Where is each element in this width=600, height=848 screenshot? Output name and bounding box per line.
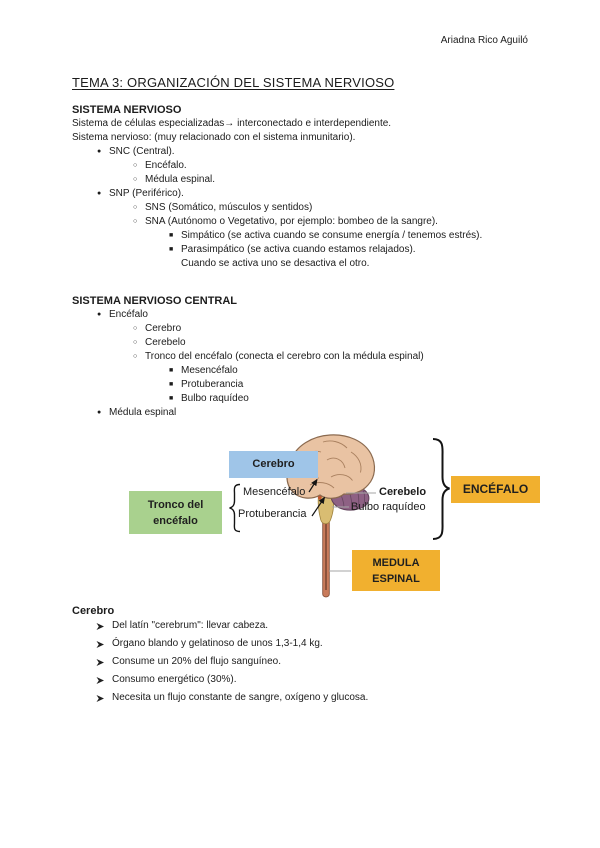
list-item-text: Mesencéfalo xyxy=(181,365,238,376)
spinal-cord xyxy=(322,517,330,598)
medula-label-line1: MEDULA xyxy=(372,556,420,569)
cerebro-label-box: Cerebro xyxy=(229,451,318,478)
list-item: Consume un 20% del flujo sanguíneo. xyxy=(96,654,548,672)
page-title: TEMA 3: ORGANIZACIÓN DEL SISTEMA NERVIOS… xyxy=(72,75,395,90)
author-name: Ariadna Rico Aguiló xyxy=(440,35,528,46)
list-item-text: SNS (Somático, músculos y sentidos) xyxy=(145,202,313,213)
cerebelo-label: Cerebelo xyxy=(379,486,427,498)
disc-bullet-icon: ● xyxy=(97,190,102,197)
tronco-label-line1: Tronco del xyxy=(147,498,204,511)
list-item-text: SNC (Central). xyxy=(109,146,175,157)
list-item: ● Médula espinal xyxy=(97,406,548,420)
list-item: Del latín "cerebrum": llevar cabeza. xyxy=(96,618,548,636)
intro-line: Sistema nervioso: (muy relacionado con e… xyxy=(72,132,356,143)
list-item: ● SNC (Central). xyxy=(97,145,548,159)
section-sistema-nervioso-central: SISTEMA NERVIOSO CENTRAL ● Encéfalo ○ Cere… xyxy=(72,294,548,420)
list-item: ○ Médula espinal. xyxy=(133,173,548,187)
arrow-bullet-icon xyxy=(96,690,112,708)
list-item-text: Encéfalo. xyxy=(145,160,187,171)
list-item-text: Cerebelo xyxy=(145,337,186,348)
list-item-text: Médula espinal. xyxy=(145,174,216,185)
list-item: Consumo energético (30%). xyxy=(96,672,548,690)
list-item-text: Protuberancia xyxy=(181,379,244,390)
section-cerebro: Cerebro Del latín "cerebrum": llevar cab… xyxy=(72,604,548,708)
arrow-bullet-icon xyxy=(96,654,112,672)
circle-bullet-icon: ○ xyxy=(133,325,138,332)
list-item: ○ Tronco del encéfalo (conecta el cerebro… xyxy=(133,350,548,364)
list-item: ● SNP (Periférico). xyxy=(97,187,548,201)
list-item-text: Órgano blando y gelatinoso de unos 1,3-1… xyxy=(112,638,323,649)
list-item-text: Simpático (se activa cuando se consume e… xyxy=(181,230,483,241)
list-item: ■ Parasimpático (se activa cuando estamos… xyxy=(169,243,548,257)
left-brace-icon xyxy=(229,483,241,533)
list-item-text: Consume un 20% del flujo sanguíneo. xyxy=(112,656,282,667)
right-brace-icon xyxy=(432,438,450,540)
square-bullet-icon: ■ xyxy=(169,232,174,239)
list-item: ■ Bulbo raquídeo xyxy=(169,392,548,406)
section-sistema-nervioso: SISTEMA NERVIOSO Sistema de células espe… xyxy=(72,103,548,271)
intro-line: Sistema de células especializadas→ inter… xyxy=(72,118,392,129)
list-item: ○ SNA (Autónomo o Vegetativo, por ejemplo… xyxy=(133,215,548,229)
cerebro-label: Cerebro xyxy=(252,458,295,470)
list-item-text: Parasimpático (se activa cuando estamos … xyxy=(181,244,416,255)
list-item: ○ Cerebelo xyxy=(133,336,548,350)
list-item: ● Encéfalo xyxy=(97,308,548,322)
no-bullet-spacer xyxy=(169,257,181,271)
circle-bullet-icon: ○ xyxy=(133,204,138,211)
encefalo-label: ENCÉFALO xyxy=(462,482,529,496)
medula-label-line2: ESPINAL xyxy=(372,572,420,585)
encefalo-label-box: ENCÉFALO xyxy=(451,476,540,503)
list-item-text: Tronco del encéfalo (conecta el cerebro … xyxy=(145,351,424,362)
protuberancia-label: Protuberancia xyxy=(238,508,307,520)
nervous-system-diagram: Cerebro Tronco del encéfalo Mesencéfalo … xyxy=(0,432,600,604)
list-item: ■ Mesencéfalo xyxy=(169,364,548,378)
square-bullet-icon: ■ xyxy=(169,367,174,374)
circle-bullet-icon: ○ xyxy=(133,218,138,225)
list-item: ■ Simpático (se activa cuando se consume … xyxy=(169,229,548,243)
list-item: Necesita un flujo constante de sangre, o… xyxy=(96,690,548,708)
list-item-text: Encéfalo xyxy=(109,309,148,320)
list-item-text: SNP (Periférico). xyxy=(109,188,184,199)
circle-bullet-icon: ○ xyxy=(133,339,138,346)
mesencefalo-label: Mesencéfalo xyxy=(243,486,306,498)
arrow-bullet-icon xyxy=(96,672,112,690)
disc-bullet-icon: ● xyxy=(97,148,102,155)
list-item-text: Cuando se activa uno se desactiva el otr… xyxy=(181,258,370,269)
tronco-label-line2: encéfalo xyxy=(153,514,198,527)
list-item: Órgano blando y gelatinoso de unos 1,3-1… xyxy=(96,636,548,654)
list-item: ■ Protuberancia xyxy=(169,378,548,392)
list-item: Cuando se activa uno se desactiva el otr… xyxy=(169,257,548,271)
disc-bullet-icon: ● xyxy=(97,409,102,416)
arrow-bullet-icon xyxy=(96,636,112,654)
arrow-bullet-icon xyxy=(96,618,112,636)
list-item-text: Bulbo raquídeo xyxy=(181,393,249,404)
medula-espinal-label-box: MEDULA ESPINAL xyxy=(352,550,440,591)
square-bullet-icon: ■ xyxy=(169,395,174,402)
square-bullet-icon: ■ xyxy=(169,246,174,253)
list-item: ○ Encéfalo. xyxy=(133,159,548,173)
list-item-text: SNA (Autónomo o Vegetativo, por ejemplo:… xyxy=(145,216,438,227)
list-item: ○ Cerebro xyxy=(133,322,548,336)
section-heading: SISTEMA NERVIOSO CENTRAL xyxy=(72,295,238,307)
list-item-text: Necesita un flujo constante de sangre, o… xyxy=(112,692,369,703)
square-bullet-icon: ■ xyxy=(169,381,174,388)
bulbo-raquideo-label: Bulbo raquídeo xyxy=(351,501,426,513)
disc-bullet-icon: ● xyxy=(97,311,102,318)
list-item-text: Consumo energético (30%). xyxy=(112,674,237,685)
section-heading: SISTEMA NERVIOSO xyxy=(72,104,182,116)
tronco-encefalo-label-box: Tronco del encéfalo xyxy=(129,491,222,534)
list-item-text: Cerebro xyxy=(145,323,182,334)
circle-bullet-icon: ○ xyxy=(133,176,138,183)
protuberancia-pointer-arrow xyxy=(311,496,326,517)
circle-bullet-icon: ○ xyxy=(133,162,138,169)
list-item-text: Del latín "cerebrum": llevar cabeza. xyxy=(112,620,269,631)
circle-bullet-icon: ○ xyxy=(133,353,138,360)
section-heading: Cerebro xyxy=(72,605,115,617)
mesencefalo-pointer-arrow xyxy=(308,478,318,493)
list-item: ○ SNS (Somático, músculos y sentidos) xyxy=(133,201,548,215)
list-item-text: Médula espinal xyxy=(109,407,177,418)
